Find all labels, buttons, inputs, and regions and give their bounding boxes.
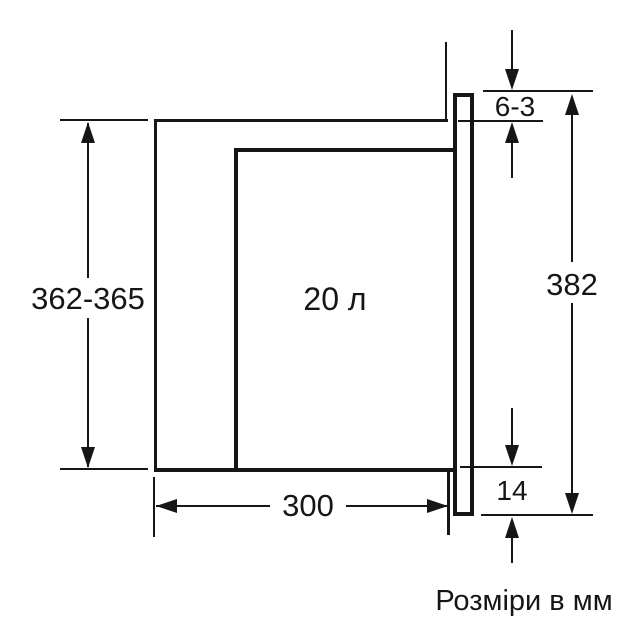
dim-line bbox=[511, 142, 513, 178]
niche-top-wall-line bbox=[154, 119, 448, 122]
bottom-overhang-label: 14 bbox=[496, 475, 528, 506]
dim-line bbox=[511, 537, 513, 563]
cabinet-front-upper-line bbox=[445, 42, 447, 121]
arrow-up-icon bbox=[505, 517, 519, 538]
arrow-down-icon bbox=[565, 493, 579, 514]
dim-line bbox=[87, 123, 89, 278]
units-caption: Розміри в мм bbox=[435, 585, 613, 617]
niche-left-wall-line bbox=[154, 119, 157, 472]
dim-line bbox=[571, 303, 573, 494]
dim-tick-line bbox=[60, 468, 148, 470]
dim-tick-line bbox=[60, 119, 148, 121]
door-front-panel bbox=[453, 93, 474, 516]
dim-line bbox=[571, 113, 573, 262]
dim-line bbox=[483, 90, 593, 92]
top-gap-label: 6-3 bbox=[494, 91, 536, 122]
front-height-label: 382 bbox=[546, 267, 598, 302]
dim-line bbox=[458, 120, 543, 122]
dim-line bbox=[511, 30, 513, 71]
arrow-up-icon bbox=[565, 94, 579, 115]
volume-label: 20 л bbox=[303, 281, 367, 317]
dim-extension-line bbox=[153, 477, 155, 537]
arrow-down-icon bbox=[505, 69, 519, 90]
dim-line bbox=[481, 514, 593, 516]
cabinet-front-lower-line bbox=[447, 468, 450, 535]
dim-line bbox=[511, 408, 513, 447]
niche-height-label: 362-365 bbox=[31, 281, 145, 316]
arrow-right-icon bbox=[427, 499, 448, 513]
dim-line bbox=[460, 466, 542, 468]
dim-line bbox=[87, 318, 89, 467]
arrow-down-icon bbox=[81, 447, 95, 468]
arrow-up-icon bbox=[505, 122, 519, 143]
niche-depth-label: 300 bbox=[270, 489, 346, 522]
arrow-down-icon bbox=[505, 445, 519, 466]
oven-cavity-outline bbox=[234, 148, 453, 472]
arrow-left-icon bbox=[156, 499, 177, 513]
arrow-up-icon bbox=[81, 122, 95, 143]
